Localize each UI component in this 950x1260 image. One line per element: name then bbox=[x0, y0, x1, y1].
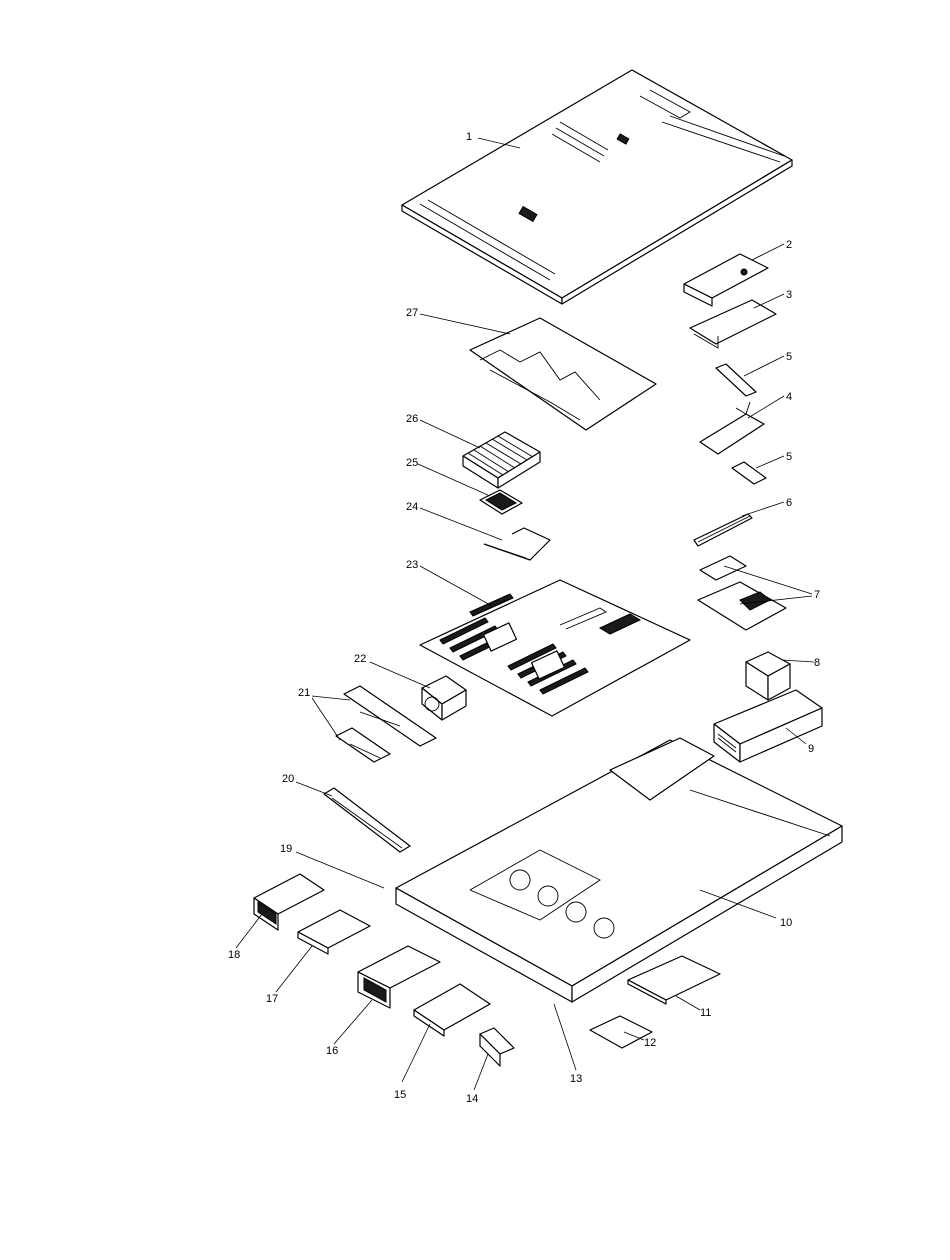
callout-4: 4 bbox=[786, 391, 792, 403]
callout-26: 26 bbox=[406, 413, 418, 425]
part-riser-bracket-2 bbox=[700, 402, 764, 454]
callout-2: 2 bbox=[786, 239, 792, 251]
callout-14: 14 bbox=[466, 1093, 478, 1105]
part-hard-disk-1 bbox=[298, 910, 370, 954]
callout-16: 16 bbox=[326, 1045, 338, 1057]
callout-13: 13 bbox=[570, 1073, 582, 1085]
callout-15: 15 bbox=[394, 1089, 406, 1101]
callout-10: 10 bbox=[780, 917, 792, 929]
callout-7: 7 bbox=[814, 589, 820, 601]
part-riser-card-top bbox=[684, 254, 768, 306]
part-raid-adapters bbox=[698, 556, 786, 630]
part-memory-module bbox=[694, 514, 752, 546]
callout-27: 27 bbox=[406, 307, 418, 319]
part-filler-panel bbox=[480, 1028, 514, 1066]
callout-5a: 5 bbox=[786, 351, 792, 363]
callout-18: 18 bbox=[228, 949, 240, 961]
part-backplane-assembly bbox=[336, 686, 436, 762]
part-hot-swap-drive-2 bbox=[254, 874, 324, 930]
part-psu-cage bbox=[746, 652, 790, 700]
part-hard-disk-2 bbox=[414, 984, 490, 1036]
callout-3: 3 bbox=[786, 289, 792, 301]
part-backplate bbox=[324, 788, 410, 852]
callout-23: 23 bbox=[406, 559, 418, 571]
callout-9: 9 bbox=[808, 743, 814, 755]
callout-6: 6 bbox=[786, 497, 792, 509]
callout-8: 8 bbox=[814, 657, 820, 669]
part-adapter-1 bbox=[716, 364, 756, 396]
callout-5b: 5 bbox=[786, 451, 792, 463]
callout-25: 25 bbox=[406, 457, 418, 469]
callout-17: 17 bbox=[266, 993, 278, 1005]
callout-21: 21 bbox=[298, 687, 310, 699]
callout-1: 1 bbox=[466, 131, 472, 143]
callout-19: 19 bbox=[280, 843, 292, 855]
callout-12: 12 bbox=[644, 1037, 656, 1049]
callout-24: 24 bbox=[406, 501, 418, 513]
part-processor bbox=[480, 490, 522, 514]
part-air-baffle bbox=[470, 318, 656, 430]
part-chassis bbox=[396, 738, 842, 1002]
part-power-supply bbox=[714, 690, 822, 762]
part-processor-tool bbox=[484, 528, 550, 560]
part-hot-swap-drive bbox=[358, 946, 440, 1008]
callout-11: 11 bbox=[700, 1007, 711, 1019]
part-small-drive bbox=[590, 1016, 652, 1048]
part-heat-sink bbox=[463, 432, 540, 488]
part-adapter-2 bbox=[732, 462, 766, 484]
part-optical-drive bbox=[628, 956, 720, 1004]
part-fan bbox=[422, 676, 466, 720]
callout-22: 22 bbox=[354, 653, 366, 665]
part-riser-bracket-1 bbox=[690, 300, 776, 348]
callout-20: 20 bbox=[282, 773, 294, 785]
